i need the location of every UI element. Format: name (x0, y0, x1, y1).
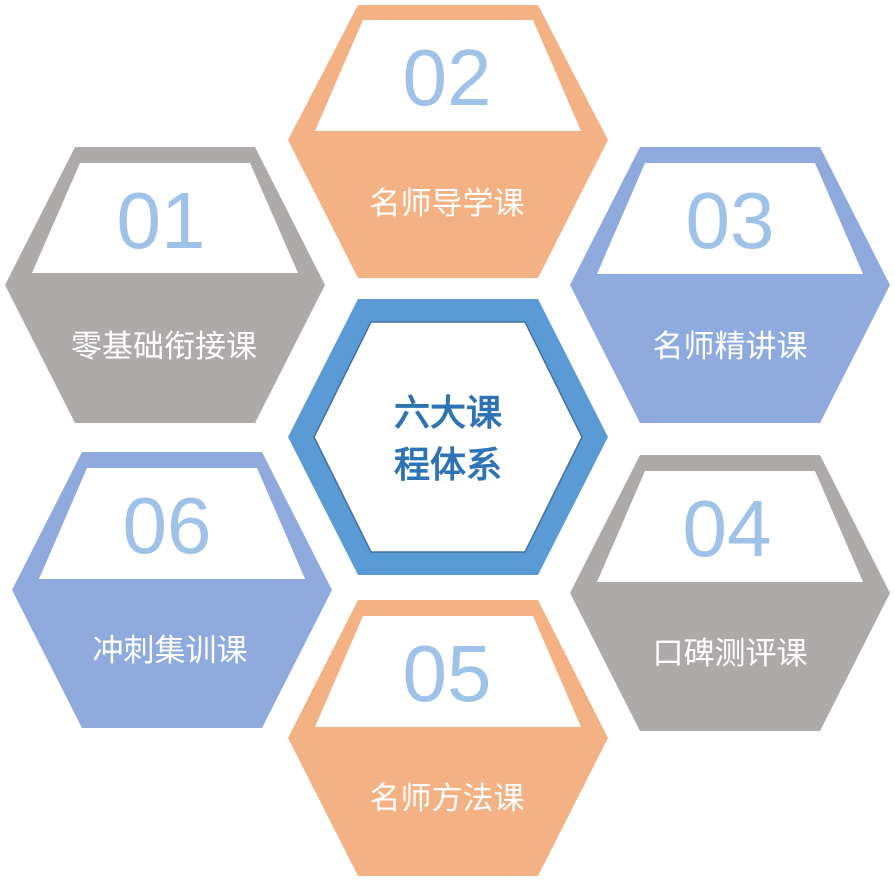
course-hex-02-inner (315, 20, 581, 131)
course-hex-05: 05 名师方法课 (288, 600, 608, 876)
course-hex-05-inner (315, 616, 581, 727)
course-label-04: 口碑测评课 (653, 636, 808, 672)
course-number-02: 02 (403, 33, 492, 122)
course-hex-06: 06 冲刺集训课 (12, 452, 332, 728)
course-label-02: 名师导学课 (370, 186, 525, 222)
center-hexagon: 六大课 程体系 (288, 299, 608, 575)
center-title-line2: 程体系 (394, 445, 502, 486)
course-number-04: 04 (683, 484, 772, 573)
course-hex-03: 03 名师精讲课 (570, 147, 890, 423)
course-label-06: 冲刺集训课 (93, 633, 248, 669)
course-hex-02: 02 名师导学课 (288, 5, 608, 278)
course-label-01: 零基础衔接课 (71, 329, 257, 365)
course-hex-01: 01 零基础衔接课 (5, 147, 325, 423)
course-hex-01-inner (32, 163, 298, 273)
center-title-line1: 六大课 (394, 393, 502, 434)
course-hex-03-inner (597, 163, 863, 274)
course-label-03: 名师精讲课 (653, 329, 808, 365)
course-hex-04: 04 口碑测评课 (570, 455, 890, 731)
course-number-06: 06 (123, 481, 212, 570)
course-hex-06-inner (39, 468, 305, 579)
course-hex-04-inner (597, 471, 863, 582)
course-number-01: 01 (117, 176, 206, 265)
course-number-05: 05 (403, 629, 492, 718)
course-label-05: 名师方法课 (370, 781, 525, 817)
center-hexagon-inner (313, 321, 583, 553)
course-number-03: 03 (686, 176, 775, 265)
